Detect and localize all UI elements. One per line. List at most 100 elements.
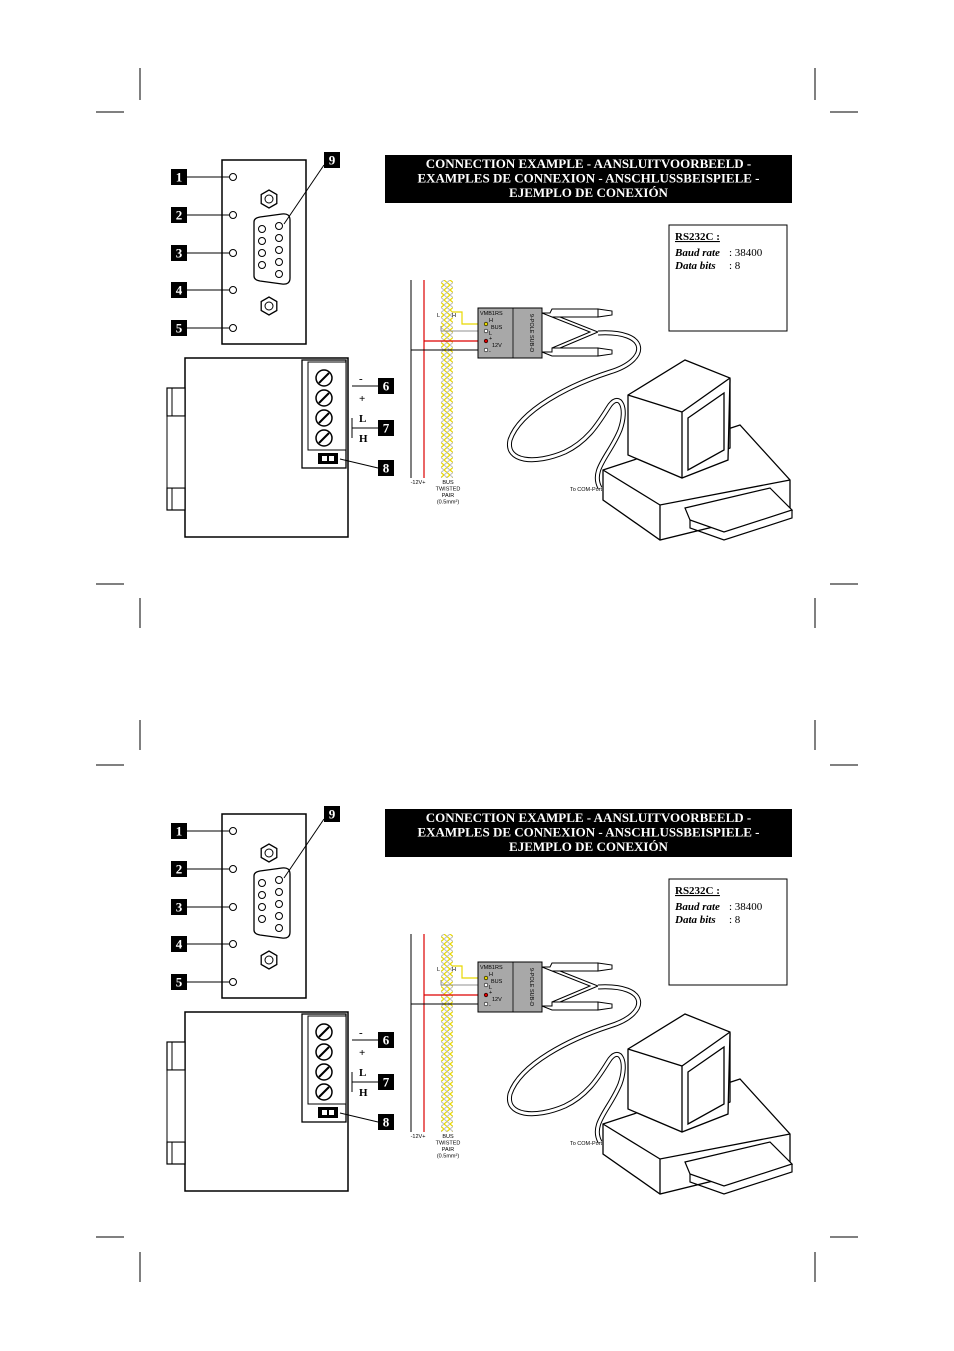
- keyboard-edge: [689, 1164, 793, 1195]
- bus-label: TWISTED: [436, 1141, 461, 1147]
- supply-label: -12V+: [411, 480, 426, 486]
- callout-label: 3: [176, 900, 183, 915]
- title-line: CONNECTION EXAMPLE - AANSLUITVOORBEELD -: [426, 156, 752, 171]
- bus-label: (0.5mm²): [437, 500, 459, 506]
- callout-box: [378, 1032, 394, 1048]
- baud-rate-label: Baud rate: [674, 247, 720, 259]
- wire-bus-l: [440, 326, 484, 332]
- callout-box: [324, 152, 340, 168]
- terminal-label: H: [359, 1087, 368, 1099]
- title-line: EJEMPLO DE CONEXIÓN: [509, 185, 669, 200]
- supply-label: -12V+: [411, 1134, 426, 1140]
- module-l: L: [489, 985, 492, 991]
- module-minus: -: [489, 1003, 491, 1009]
- callout-label: 7: [383, 421, 390, 436]
- lh-label-l: L: [437, 967, 440, 973]
- computer-base-edges: [602, 1123, 791, 1194]
- keyboard-edge: [689, 510, 793, 541]
- baud-rate-value: : 38400: [729, 247, 763, 259]
- computer-base-edges: [602, 469, 791, 540]
- module-bus: BUS: [491, 325, 503, 331]
- rs232-settings-box: [668, 224, 788, 332]
- callout-box: [171, 169, 187, 185]
- wire-bus-h: [453, 311, 484, 325]
- led-indicator: [229, 173, 237, 181]
- serial-cable-inner: [508, 331, 640, 489]
- led-indicator: [229, 865, 237, 873]
- callout-box: [378, 460, 394, 476]
- db9-pin: [258, 891, 266, 899]
- data-bits-value: : 8: [729, 260, 741, 272]
- data-bits-value: : 8: [729, 914, 741, 926]
- callout-label: 9: [329, 807, 336, 822]
- module-plus: +: [489, 336, 492, 342]
- title-banner: [385, 155, 792, 203]
- db9-pin: [275, 222, 283, 230]
- db9-pin: [275, 900, 283, 908]
- module-terminal: [483, 982, 489, 988]
- rail-clip: [166, 487, 186, 511]
- db9-pin: [275, 924, 283, 932]
- rail-clip: [166, 1141, 186, 1165]
- callout-box: [378, 378, 394, 394]
- module-terminal: [483, 992, 489, 998]
- callout-label: 2: [176, 208, 183, 223]
- db9-pin: [258, 261, 266, 269]
- title-banner: [385, 809, 792, 857]
- module-h: H: [489, 972, 493, 978]
- title-line: CONNECTION EXAMPLE - AANSLUITVOORBEELD -: [426, 810, 752, 825]
- lh-label-h: H: [452, 313, 456, 319]
- bus-label: PAIR: [442, 1147, 454, 1153]
- rail-clip: [166, 1041, 186, 1071]
- plug-screw: [597, 308, 613, 357]
- lh-label-h: H: [452, 967, 456, 973]
- db9-pin: [258, 225, 266, 233]
- callout-line: [283, 164, 325, 225]
- callout-label: 4: [176, 283, 183, 298]
- module-minus: -: [489, 349, 491, 355]
- module-bus: BUS: [491, 979, 503, 985]
- callout-box: [171, 282, 187, 298]
- lh-label-l: L: [437, 313, 440, 319]
- module-plus: +: [489, 990, 492, 996]
- callout-label: 7: [383, 1075, 390, 1090]
- module-l: L: [489, 331, 492, 337]
- led-indicator: [229, 978, 237, 986]
- plug-hood: [551, 970, 600, 1003]
- callout-label: 1: [176, 824, 183, 839]
- terminal-label: -: [359, 373, 363, 385]
- callout-label: 1: [176, 170, 183, 185]
- module-12v: 12V: [492, 997, 502, 1003]
- data-bits-label: Data bits: [674, 914, 716, 926]
- callout-label: 6: [383, 1033, 390, 1048]
- screw-hole: [264, 301, 274, 311]
- screw-slot: [318, 1086, 330, 1098]
- callout-label: 9: [329, 153, 336, 168]
- module-name: VMB1RS: [480, 965, 503, 971]
- callout-box: [171, 936, 187, 952]
- db9-pin: [275, 246, 283, 254]
- monitor-screen: [687, 391, 725, 472]
- db9-pin: [258, 903, 266, 911]
- db9-pin: [275, 270, 283, 278]
- led-indicator: [229, 211, 237, 219]
- callout-box: [171, 823, 187, 839]
- keyboard-icon: [684, 487, 794, 533]
- jumper-pin: [329, 1110, 334, 1115]
- vmb1rs-module: [477, 307, 543, 359]
- monitor-screen: [687, 1045, 725, 1126]
- data-bits-label: Data bits: [674, 260, 716, 272]
- terminal-label: L: [359, 1067, 366, 1079]
- bus-label: TWISTED: [436, 487, 461, 493]
- com-port-label: To COM-Port: [570, 487, 603, 493]
- monitor-edges: [627, 1031, 731, 1132]
- callout-label: 5: [176, 321, 183, 336]
- module-h: H: [489, 318, 493, 324]
- callout-label: 2: [176, 862, 183, 877]
- callout-box: [171, 899, 187, 915]
- module-terminal: [483, 1001, 489, 1007]
- com-port-label: To COM-Port: [570, 1141, 603, 1147]
- screw-slot: [318, 1026, 330, 1038]
